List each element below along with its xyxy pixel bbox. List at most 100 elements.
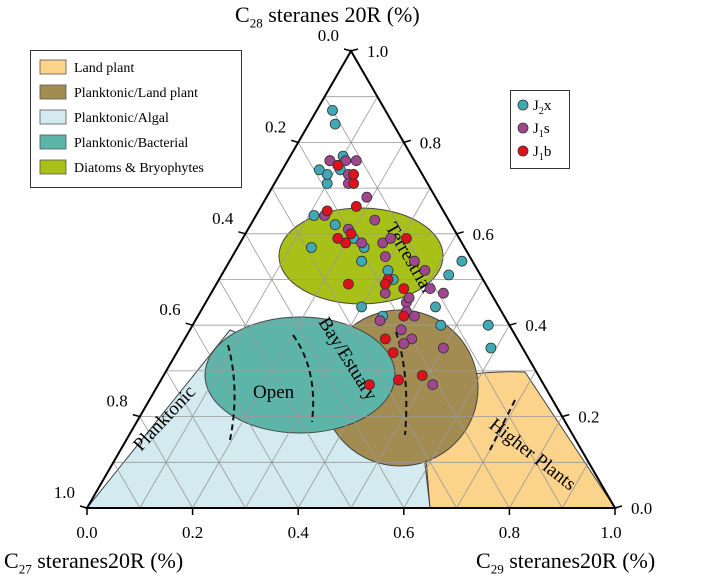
legend-label: Planktonic/Bacterial <box>74 136 188 151</box>
data-point <box>308 210 320 221</box>
grid-line <box>218 279 352 509</box>
tick-label-right: 0.8 <box>420 133 441 152</box>
data-point <box>329 118 341 130</box>
legend-label: Planktonic/Land plant <box>74 86 198 101</box>
data-point <box>379 333 391 345</box>
tick-right <box>403 139 412 144</box>
legend-series-label: J1b <box>533 144 551 163</box>
tick-label-bottom: 1.0 <box>600 523 621 542</box>
zone-dashed-lines <box>227 331 516 451</box>
data-point <box>369 214 381 226</box>
legend-swatch <box>39 134 67 150</box>
tick-label-bottom: 0.6 <box>393 523 414 542</box>
data-point <box>485 342 497 354</box>
data-point <box>416 370 428 381</box>
tick-label-bottom: 0.0 <box>76 523 97 542</box>
tick-label-bottom: 0.4 <box>288 523 310 542</box>
data-point <box>356 301 368 313</box>
axis-title-left: C27 steranes20R (%) <box>4 548 184 577</box>
data-point <box>379 251 391 263</box>
data-point <box>350 200 362 212</box>
grid-line <box>165 370 246 509</box>
tick-label-right: 0.2 <box>578 408 599 427</box>
data-point <box>393 374 404 386</box>
tick-left <box>238 231 246 235</box>
data-point <box>408 255 420 267</box>
triangle-frame <box>85 49 617 509</box>
legend-marker <box>517 122 529 134</box>
grid-line <box>561 462 589 509</box>
axis-title-right: C29 steranes20R (%) <box>476 548 656 577</box>
data-point <box>387 347 399 359</box>
grid-line <box>403 324 510 509</box>
data-point <box>437 287 449 299</box>
data-point <box>379 278 391 290</box>
data-point <box>342 278 354 290</box>
tick-label-right: 0.6 <box>473 225 494 244</box>
data-point <box>400 232 412 244</box>
label-open: Open <box>253 382 295 403</box>
data-point <box>482 319 494 331</box>
data-point <box>408 310 420 322</box>
data-point <box>348 168 360 180</box>
grid-line <box>113 462 141 509</box>
data-point <box>313 164 325 176</box>
data-point <box>443 269 455 281</box>
data-point <box>305 242 317 253</box>
data-point <box>324 155 336 167</box>
legend-series-label: J2x <box>533 98 552 117</box>
data-point <box>321 205 333 217</box>
data-point <box>345 228 357 240</box>
tick-label-left: 0.8 <box>107 392 128 411</box>
data-points <box>305 105 497 391</box>
dashed-line-higher <box>489 399 516 451</box>
dashed-line-open <box>292 334 315 423</box>
dashed-line-planktonic <box>227 344 236 441</box>
data-point <box>329 219 341 231</box>
data-point <box>356 255 368 267</box>
axis-title-top: C28 steranes 20R (%) <box>235 2 420 31</box>
tick-right <box>350 48 359 52</box>
dashed-line-bay <box>395 331 408 436</box>
legend-marker <box>517 99 529 111</box>
tick-right <box>456 231 464 235</box>
data-point <box>427 379 439 391</box>
legend-label: Diatoms & Bryophytes <box>74 161 204 176</box>
grid-line <box>245 187 431 509</box>
tick-left <box>185 322 193 326</box>
grid-line <box>324 96 563 509</box>
tick-label-left: 0.6 <box>159 300 180 319</box>
data-point <box>364 379 375 391</box>
tick-label-right: 1.0 <box>367 42 388 61</box>
tick-left <box>79 505 88 509</box>
tick-left <box>132 413 141 418</box>
tick-label-left: 1.0 <box>54 483 75 502</box>
data-point <box>332 159 344 171</box>
tick-left <box>290 139 299 144</box>
data-point <box>398 283 410 295</box>
tick-right <box>509 322 517 326</box>
tick-label-bottom: 0.8 <box>499 523 520 542</box>
tick-label-left: 0.4 <box>212 209 234 228</box>
data-point <box>361 191 373 203</box>
data-point <box>327 105 338 116</box>
grid-line <box>509 416 563 509</box>
tick-right <box>561 413 570 418</box>
grid-lines <box>113 96 589 509</box>
grid-line <box>350 279 484 509</box>
data-point <box>456 255 468 267</box>
legend-label: Planktonic/Algal <box>74 111 169 126</box>
tick-left <box>343 48 352 52</box>
legend-label: Land plant <box>74 61 134 76</box>
grid-line <box>271 187 457 509</box>
tick-label-left: 0.0 <box>318 26 339 45</box>
data-point <box>382 264 394 276</box>
tick-label-left: 0.2 <box>265 117 286 136</box>
grid-line <box>139 416 193 509</box>
data-point <box>437 342 449 354</box>
legend-marker <box>517 145 529 157</box>
data-point <box>406 333 418 345</box>
legend-swatch <box>39 109 67 125</box>
